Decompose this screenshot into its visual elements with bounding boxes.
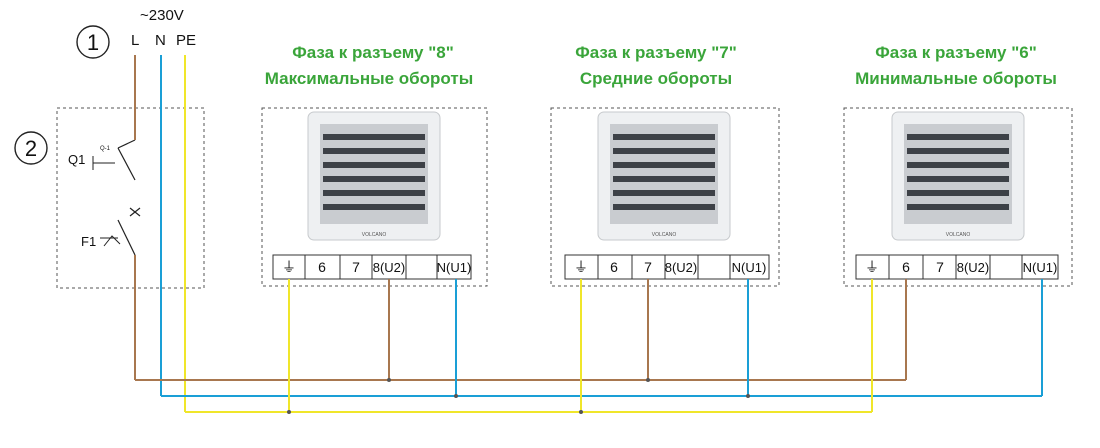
heater-unit-2: Фаза к разъему "7" Средние обороты VOLCA… xyxy=(550,43,780,412)
svg-text:VOLCANO: VOLCANO xyxy=(946,232,971,238)
svg-text:N(U1): N(U1) xyxy=(437,260,472,275)
svg-text:VOLCANO: VOLCANO xyxy=(362,232,387,238)
switch-cabinet xyxy=(56,107,205,289)
svg-text:7: 7 xyxy=(352,259,360,275)
svg-text:Q1: Q1 xyxy=(68,152,85,167)
terminal-PE: PE xyxy=(176,32,196,49)
heater-3-terminal-strip: ⏚ 6 7 8(U2) N(U1) xyxy=(855,254,1059,280)
svg-text:Q-1: Q-1 xyxy=(100,146,111,152)
heater-2-phase-title: Фаза к разъему "7" xyxy=(575,43,737,62)
svg-text:8(U2): 8(U2) xyxy=(373,260,406,275)
svg-text:1: 1 xyxy=(87,30,99,55)
heater-3-phase-title: Фаза к разъему "6" xyxy=(875,43,1037,62)
terminal-N: N xyxy=(155,32,166,49)
heater-unit-1: Фаза к разъему "8" Максимальные обороты … xyxy=(261,43,488,412)
svg-text:F1: F1 xyxy=(81,234,96,249)
heater-1-speed-title: Максимальные обороты xyxy=(265,69,474,88)
heater-1-phase-title: Фаза к разъему "8" xyxy=(292,43,454,62)
rcd-f1: F1 xyxy=(81,219,136,256)
terminal-L: L xyxy=(131,32,139,49)
marker-1: 1 xyxy=(76,25,110,59)
svg-text:⏚: ⏚ xyxy=(865,259,879,275)
svg-text:8(U2): 8(U2) xyxy=(665,260,698,275)
heater-2-speed-title: Средние обороты xyxy=(580,69,732,88)
svg-text:N(U1): N(U1) xyxy=(1023,260,1058,275)
svg-text:VOLCANO: VOLCANO xyxy=(652,232,677,238)
svg-text:8(U2): 8(U2) xyxy=(957,260,990,275)
svg-text:6: 6 xyxy=(610,259,618,275)
svg-text:⏚: ⏚ xyxy=(574,259,588,275)
heater-unit-3: Фаза к разъему "6" Минимальные обороты V… xyxy=(843,43,1073,412)
heater-3-speed-title: Минимальные обороты xyxy=(855,69,1057,88)
svg-text:2: 2 xyxy=(25,136,37,161)
heater-1-image: VOLCANO xyxy=(307,111,441,241)
svg-text:7: 7 xyxy=(936,259,944,275)
supply-voltage: ~230V xyxy=(140,7,184,24)
heater-2-image: VOLCANO xyxy=(597,111,731,241)
marker-2: 2 xyxy=(14,131,48,165)
breaker-q1: Q1 Q-1 xyxy=(68,139,141,217)
svg-text:6: 6 xyxy=(902,259,910,275)
svg-text:6: 6 xyxy=(318,259,326,275)
heater-1-terminal-strip: ⏚ 6 7 8(U2) N(U1) xyxy=(272,254,472,280)
svg-text:N(U1): N(U1) xyxy=(732,260,767,275)
heater-2-terminal-strip: ⏚ 6 7 8(U2) N(U1) xyxy=(564,254,770,280)
svg-text:7: 7 xyxy=(644,259,652,275)
junction-dots xyxy=(287,378,750,414)
heater-3-image: VOLCANO xyxy=(891,111,1025,241)
svg-text:⏚: ⏚ xyxy=(282,259,296,275)
